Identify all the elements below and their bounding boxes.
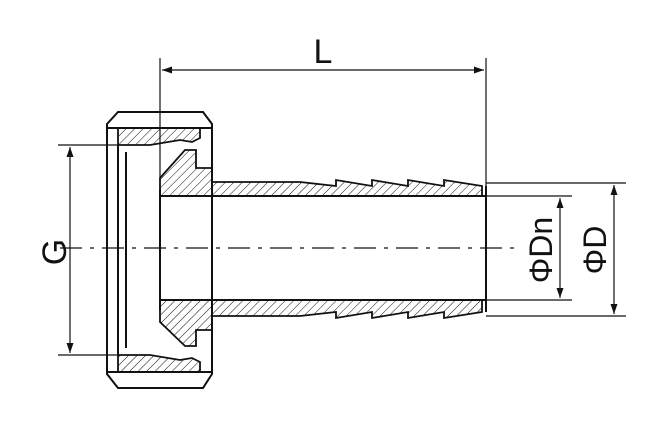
nut-section-bottom bbox=[117, 354, 201, 373]
dimension-outer-diameter bbox=[486, 182, 626, 317]
tail-section-top bbox=[159, 149, 483, 197]
tail-section-bottom bbox=[159, 299, 483, 347]
label-inner-diameter: ΦDn bbox=[523, 217, 559, 283]
label-outer-diameter: ΦD bbox=[577, 226, 613, 275]
nut-section-top bbox=[117, 127, 201, 146]
tail-bore bbox=[159, 186, 487, 312]
label-thread: G bbox=[36, 239, 74, 265]
dimension-thread bbox=[58, 144, 118, 356]
dimension-length bbox=[159, 58, 487, 186]
dimension-inner-diameter bbox=[486, 195, 572, 301]
label-length: L bbox=[314, 33, 333, 71]
